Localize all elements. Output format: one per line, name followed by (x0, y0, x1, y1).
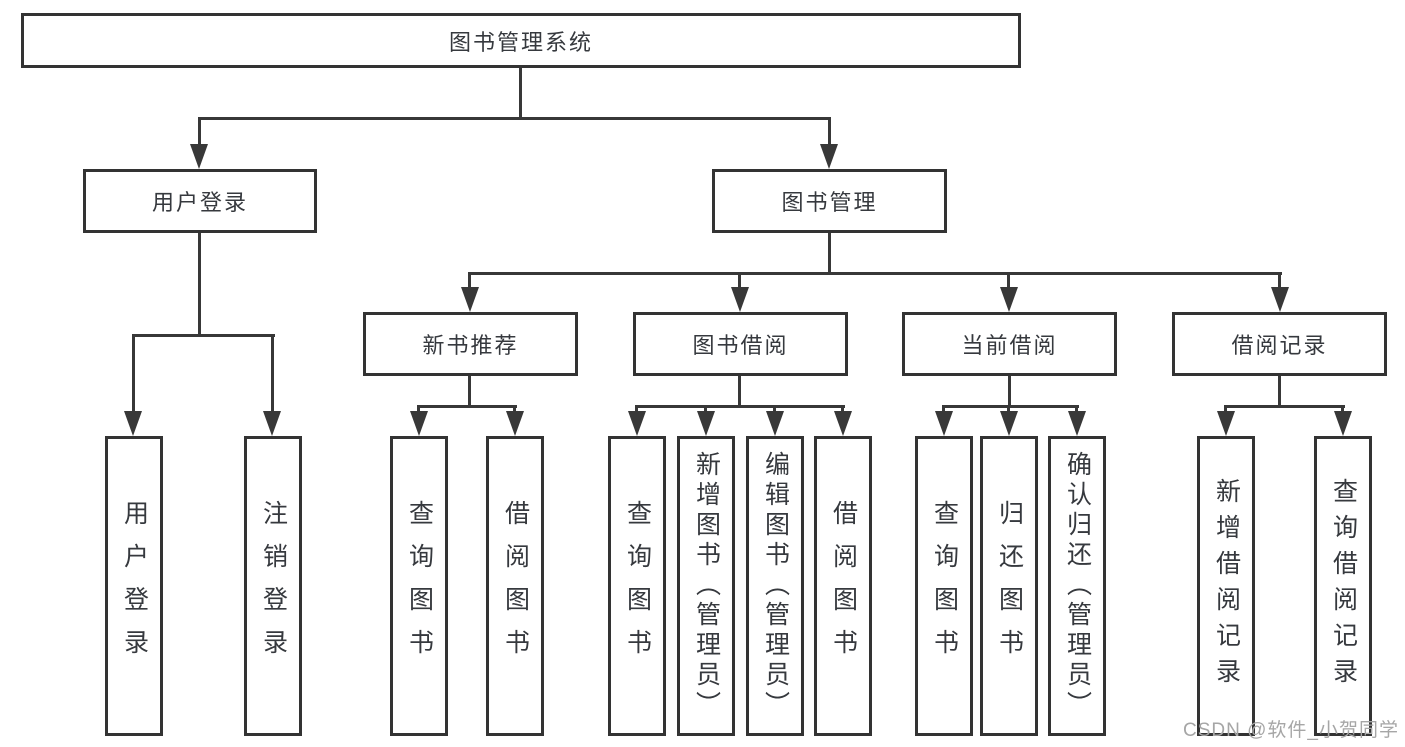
leaf-query-borrow-record: 查询借阅记录 (1314, 436, 1372, 736)
connector-root-hbar (198, 117, 831, 120)
leaf-user-login-label: 用户登录 (120, 500, 149, 672)
leaf-query-books-borrow-label: 查询图书 (623, 500, 652, 672)
node-user-login-branch-label: 用户登录 (151, 190, 248, 215)
leaf-query-books-recommend: 查询图书 (390, 436, 448, 736)
arrow-down-icon (1000, 287, 1018, 312)
arrow-down-icon (935, 411, 953, 436)
leaf-logout-label: 注销登录 (259, 500, 288, 672)
connector-leaf-stem (942, 405, 945, 415)
connector-leaf-stem (704, 405, 707, 415)
leaf-query-borrow-record-label: 查询借阅记录 (1329, 478, 1358, 694)
connector-leaf-stem (132, 334, 135, 414)
arrow-down-icon (461, 287, 479, 312)
connector-leaf-stem (635, 405, 638, 415)
leaf-logout: 注销登录 (244, 436, 302, 736)
leaf-add-borrow-record-label: 新增借阅记录 (1212, 478, 1241, 694)
connector-root-stem (519, 68, 522, 120)
leaf-query-books-current-label: 查询图书 (930, 500, 959, 672)
node-borrow-records-label: 借阅记录 (1231, 333, 1328, 358)
arrow-down-icon (731, 287, 749, 312)
connector-user-login-hbar (132, 334, 275, 337)
node-book-borrow: 图书借阅 (633, 312, 848, 376)
connector-recommend-down (468, 376, 471, 408)
arrow-down-icon (506, 411, 524, 436)
node-new-book-recommend: 新书推荐 (363, 312, 578, 376)
leaf-return-books-label: 归还图书 (995, 500, 1024, 672)
leaf-borrow-books-label: 借阅图书 (829, 500, 858, 672)
connector-leaf-stem (841, 405, 844, 415)
node-borrow-records: 借阅记录 (1172, 312, 1387, 376)
leaf-query-books-borrow: 查询图书 (608, 436, 666, 736)
connector-book-mgmt-hbar (468, 272, 1282, 275)
connector-user-login-stem (198, 117, 201, 146)
connector-leaf-stem (1341, 405, 1344, 415)
arrow-down-icon (1000, 411, 1018, 436)
connector-level3-stem (468, 272, 471, 290)
leaf-confirm-return-admin: 确认归还（管理员） (1048, 436, 1106, 736)
connector-leaf-stem (773, 405, 776, 415)
leaf-add-borrow-record: 新增借阅记录 (1197, 436, 1255, 736)
leaf-query-books-current: 查询图书 (915, 436, 973, 736)
leaf-borrow-books-recommend: 借阅图书 (486, 436, 544, 736)
leaf-add-books-admin-label: 新增图书（管理员） (692, 451, 721, 721)
node-user-login-branch: 用户登录 (83, 169, 317, 233)
node-root-label: 图书管理系统 (448, 29, 593, 55)
connector-book-mgmt-down (828, 233, 831, 275)
connector-book-mgmt-stem (828, 117, 831, 146)
connector-level3-stem (1007, 272, 1010, 290)
node-book-management-branch: 图书管理 (712, 169, 947, 233)
arrow-down-icon (1271, 287, 1289, 312)
leaf-edit-books-admin-label: 编辑图书（管理员） (761, 451, 790, 721)
arrow-down-icon (124, 411, 142, 436)
connector-leaf-stem (1224, 405, 1227, 415)
arrow-down-icon (1217, 411, 1235, 436)
arrow-down-icon (263, 411, 281, 436)
connector-user-login-down (198, 233, 201, 337)
arrow-down-icon (1334, 411, 1352, 436)
connector-borrow-hbar (635, 405, 845, 408)
node-book-management-branch-label: 图书管理 (781, 190, 878, 215)
connector-leaf-stem (271, 334, 274, 414)
connector-records-hbar (1224, 405, 1345, 408)
leaf-confirm-return-admin-label: 确认归还（管理员） (1063, 451, 1092, 721)
leaf-borrow-books-recommend-label: 借阅图书 (501, 500, 530, 672)
leaf-return-books: 归还图书 (980, 436, 1038, 736)
csdn-watermark: CSDN @软件_小贺同学 (1183, 720, 1399, 741)
leaf-user-login: 用户登录 (105, 436, 163, 736)
connector-records-down (1278, 375, 1281, 408)
node-root: 图书管理系统 (21, 13, 1021, 68)
arrow-down-icon (1068, 411, 1086, 436)
node-current-borrow: 当前借阅 (902, 312, 1117, 376)
node-current-borrow-label: 当前借阅 (961, 333, 1058, 358)
arrow-down-icon (834, 411, 852, 436)
connector-leaf-stem (513, 405, 516, 415)
connector-level3-stem (1278, 272, 1281, 290)
connector-level3-stem (738, 272, 741, 290)
arrow-down-icon (190, 144, 208, 169)
arrow-down-icon (697, 411, 715, 436)
node-book-borrow-label: 图书借阅 (692, 333, 789, 358)
arrow-down-icon (410, 411, 428, 436)
node-new-book-recommend-label: 新书推荐 (422, 333, 519, 358)
connector-leaf-stem (1007, 405, 1010, 415)
connector-current-hbar (942, 405, 1079, 408)
connector-leaf-stem (417, 405, 420, 415)
connector-borrow-down (738, 376, 741, 408)
arrow-down-icon (766, 411, 784, 436)
leaf-add-books-admin: 新增图书（管理员） (677, 436, 735, 736)
connector-recommend-hbar (417, 405, 517, 408)
leaf-borrow-books: 借阅图书 (814, 436, 872, 736)
connector-current-down (1008, 376, 1011, 408)
connector-leaf-stem (1075, 405, 1078, 415)
leaf-query-books-recommend-label: 查询图书 (405, 500, 434, 672)
arrow-down-icon (628, 411, 646, 436)
leaf-edit-books-admin: 编辑图书（管理员） (746, 436, 804, 736)
arrow-down-icon (820, 144, 838, 169)
